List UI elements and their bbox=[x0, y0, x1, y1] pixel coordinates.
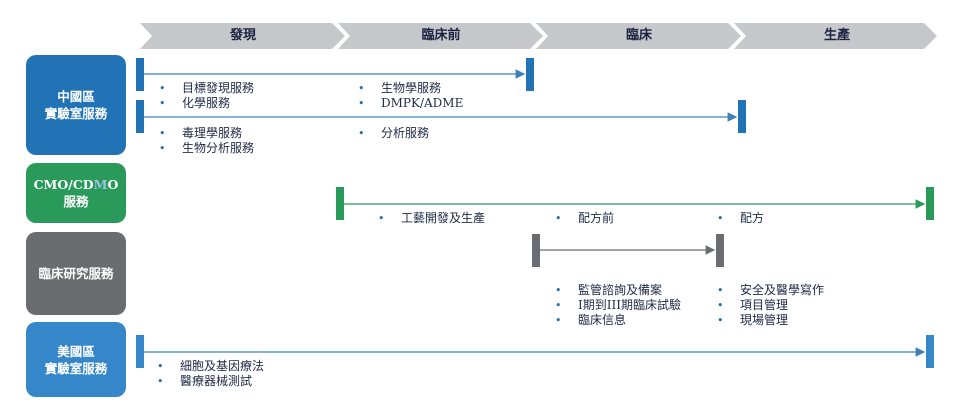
china-bullet-dmpk: DMPK/ADME bbox=[358, 96, 463, 111]
row-china-lab-label: 中國區 實驗室服務 bbox=[44, 89, 108, 121]
clinical-bullet-site: 現場管理 bbox=[717, 313, 788, 328]
china-bullet-chemistry: 化學服務 bbox=[159, 96, 230, 111]
clinical-bullet-info: 臨床信息 bbox=[555, 313, 626, 328]
us-line-start-cap bbox=[136, 335, 144, 368]
china-bullet-toxicology: 毒理學服務 bbox=[159, 126, 242, 141]
us-line-end-cap bbox=[926, 335, 934, 368]
clinical-line-end-cap bbox=[716, 234, 724, 267]
clinical-bullet-trials: I期到III期臨床試驗 bbox=[555, 298, 681, 313]
china-bullet-analysis: 分析服務 bbox=[358, 126, 429, 141]
clinical-bullet-safety: 安全及醫學寫作 bbox=[717, 283, 824, 298]
clinical-line-start-cap bbox=[532, 234, 540, 267]
phase-label-discovery: 發現 bbox=[229, 28, 256, 43]
us-bullet-cell-gene: 細胞及基因療法 bbox=[157, 359, 264, 374]
row-china-lab: 中國區 實驗室服務 bbox=[26, 55, 126, 155]
us-bullet-device: 醫療器械測試 bbox=[157, 374, 252, 389]
phase-label-production: 生產 bbox=[823, 28, 850, 43]
clinical-bullet-project: 項目管理 bbox=[717, 298, 788, 313]
chevron-discovery bbox=[140, 23, 345, 49]
cmo-line-start-cap bbox=[336, 187, 344, 220]
china-line2-end-cap bbox=[738, 100, 746, 133]
phase-label-preclinical: 臨床前 bbox=[421, 28, 461, 43]
phase-label-clinical: 臨床 bbox=[625, 28, 652, 43]
china-bullet-bioanalysis: 生物分析服務 bbox=[159, 141, 254, 156]
cmo-bullet-process: 工藝開發及生產 bbox=[378, 211, 485, 226]
china-line2-start-cap bbox=[136, 100, 144, 133]
row-clinical-research-label: 臨床研究服務 bbox=[38, 266, 114, 281]
row-cmo-cdmo-label: CMO/CDMO 服務 bbox=[33, 177, 119, 209]
chevron-clinical bbox=[536, 23, 741, 49]
china-line1-start-cap bbox=[136, 58, 144, 91]
china-bullet-biology: 生物學服務 bbox=[358, 81, 441, 96]
cmo-bullet-formulation: 配方 bbox=[717, 211, 764, 226]
clinical-bullet-regulatory: 監管諮詢及備案 bbox=[555, 283, 662, 298]
row-us-lab-label: 美國區 實驗室服務 bbox=[44, 343, 108, 376]
cmo-bullet-preformulation: 配方前 bbox=[555, 211, 614, 226]
china-bullet-target-discovery: 目標發現服務 bbox=[159, 81, 254, 96]
cmo-line-end-cap bbox=[926, 187, 934, 220]
china-line1-end-cap bbox=[526, 58, 534, 91]
row-cmo-cdmo: CMO/CDMO 服務 bbox=[26, 163, 126, 223]
row-clinical-research: 臨床研究服務 bbox=[26, 232, 126, 315]
chevron-preclinical bbox=[338, 23, 543, 49]
row-us-lab: 美國區 實驗室服務 bbox=[26, 322, 126, 397]
chevron-production bbox=[734, 23, 937, 49]
